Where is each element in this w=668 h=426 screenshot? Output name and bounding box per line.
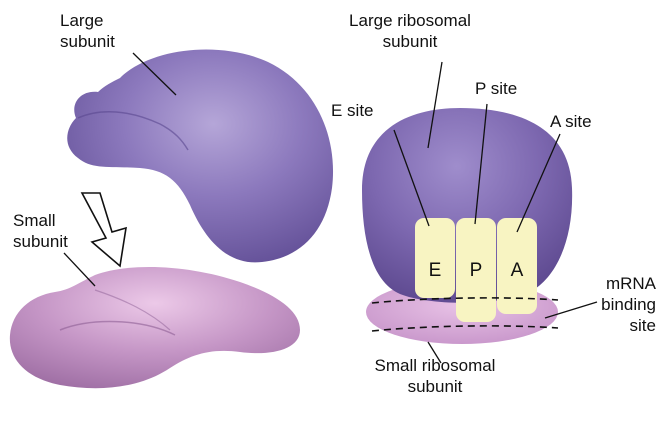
label-small-ribosomal-subunit: Small ribosomal subunit [355,355,515,397]
p-site-letter: P [456,260,496,282]
label-small-subunit-line2: subunit [13,231,68,252]
label-small-subunit: Small subunit [13,210,68,252]
label-large-ribosomal-subunit: Large ribosomal subunit [335,10,485,52]
label-mrna-line3: site [590,315,656,336]
left-small-subunit-shape [10,267,300,388]
label-large-subunit-line1: Large [60,10,115,31]
e-site-letter: E [415,260,455,282]
label-large-subunit-line2: subunit [60,31,115,52]
e-site-block [415,218,455,298]
leader-small-subunit [64,253,95,286]
assembly-arrow-icon [82,193,126,266]
label-mrna-line1: mRNA [590,273,656,294]
label-small-subunit-line1: Small [13,210,68,231]
label-small-ribosomal-line2: subunit [355,376,515,397]
label-e-site: E site [331,100,374,121]
label-mrna-line2: binding [590,294,656,315]
label-small-ribosomal-line1: Small ribosomal [355,355,515,376]
label-large-ribosomal-line2: subunit [335,31,485,52]
label-a-site: A site [550,111,592,132]
label-mrna-binding-site: mRNA binding site [590,273,656,336]
a-site-letter: A [497,260,537,282]
label-large-subunit: Large subunit [60,10,115,52]
label-p-site: P site [475,78,517,99]
label-large-ribosomal-line1: Large ribosomal [335,10,485,31]
